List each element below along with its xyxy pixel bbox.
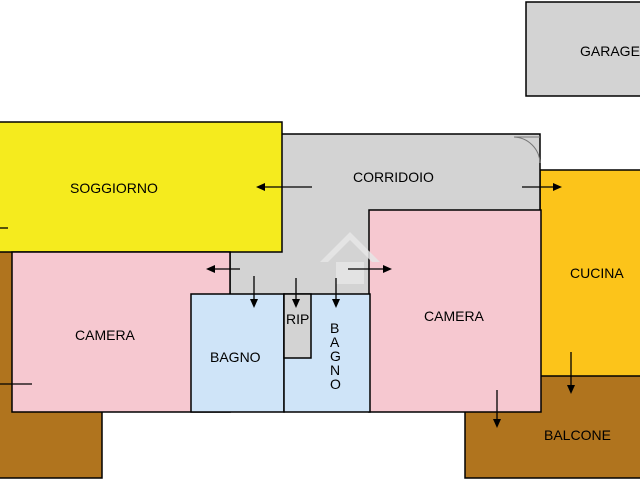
soggiorno-room <box>0 121 283 253</box>
corridoio-label: CORRIDOIO <box>353 169 434 185</box>
arrow-head-icon <box>256 183 265 191</box>
arrow-head-icon <box>493 419 501 428</box>
arrow-head-icon <box>332 299 340 308</box>
ripostiglio-room <box>283 293 312 359</box>
bagno-vertical-letter: G <box>330 348 341 364</box>
arrow-head-icon <box>567 385 575 394</box>
door-arrows <box>0 183 575 428</box>
cucina-room <box>539 169 640 377</box>
bagno-vertical-letter: O <box>330 376 341 392</box>
bagno-vertical-letter: B <box>330 320 339 336</box>
watermark-logo <box>320 232 380 284</box>
bagno-vertical-label: B A G N O <box>330 320 341 392</box>
bagno-main-label: BAGNO <box>210 349 261 365</box>
arrow-head-icon <box>292 299 300 308</box>
camera-right-room <box>368 209 542 413</box>
arrow-head-icon <box>383 265 392 273</box>
balcone-label: BALCONE <box>544 427 611 443</box>
arrow-head-icon <box>206 265 215 273</box>
soggiorno-label: SOGGIORNO <box>70 180 158 196</box>
camera-right-label: CAMERA <box>424 308 485 324</box>
ripostiglio-label: RIP <box>286 311 309 327</box>
balcone-room <box>464 373 640 479</box>
arrow-head-icon <box>250 299 258 308</box>
garage-room <box>525 1 640 97</box>
camera-left-label: CAMERA <box>75 327 136 343</box>
arrow-head-icon <box>553 183 562 191</box>
cucina-label: CUCINA <box>570 265 624 281</box>
bagno-vertical-letter: N <box>330 362 340 378</box>
bagno-vertical-letter: A <box>330 334 340 350</box>
garage-label: GARAGE <box>580 43 640 59</box>
